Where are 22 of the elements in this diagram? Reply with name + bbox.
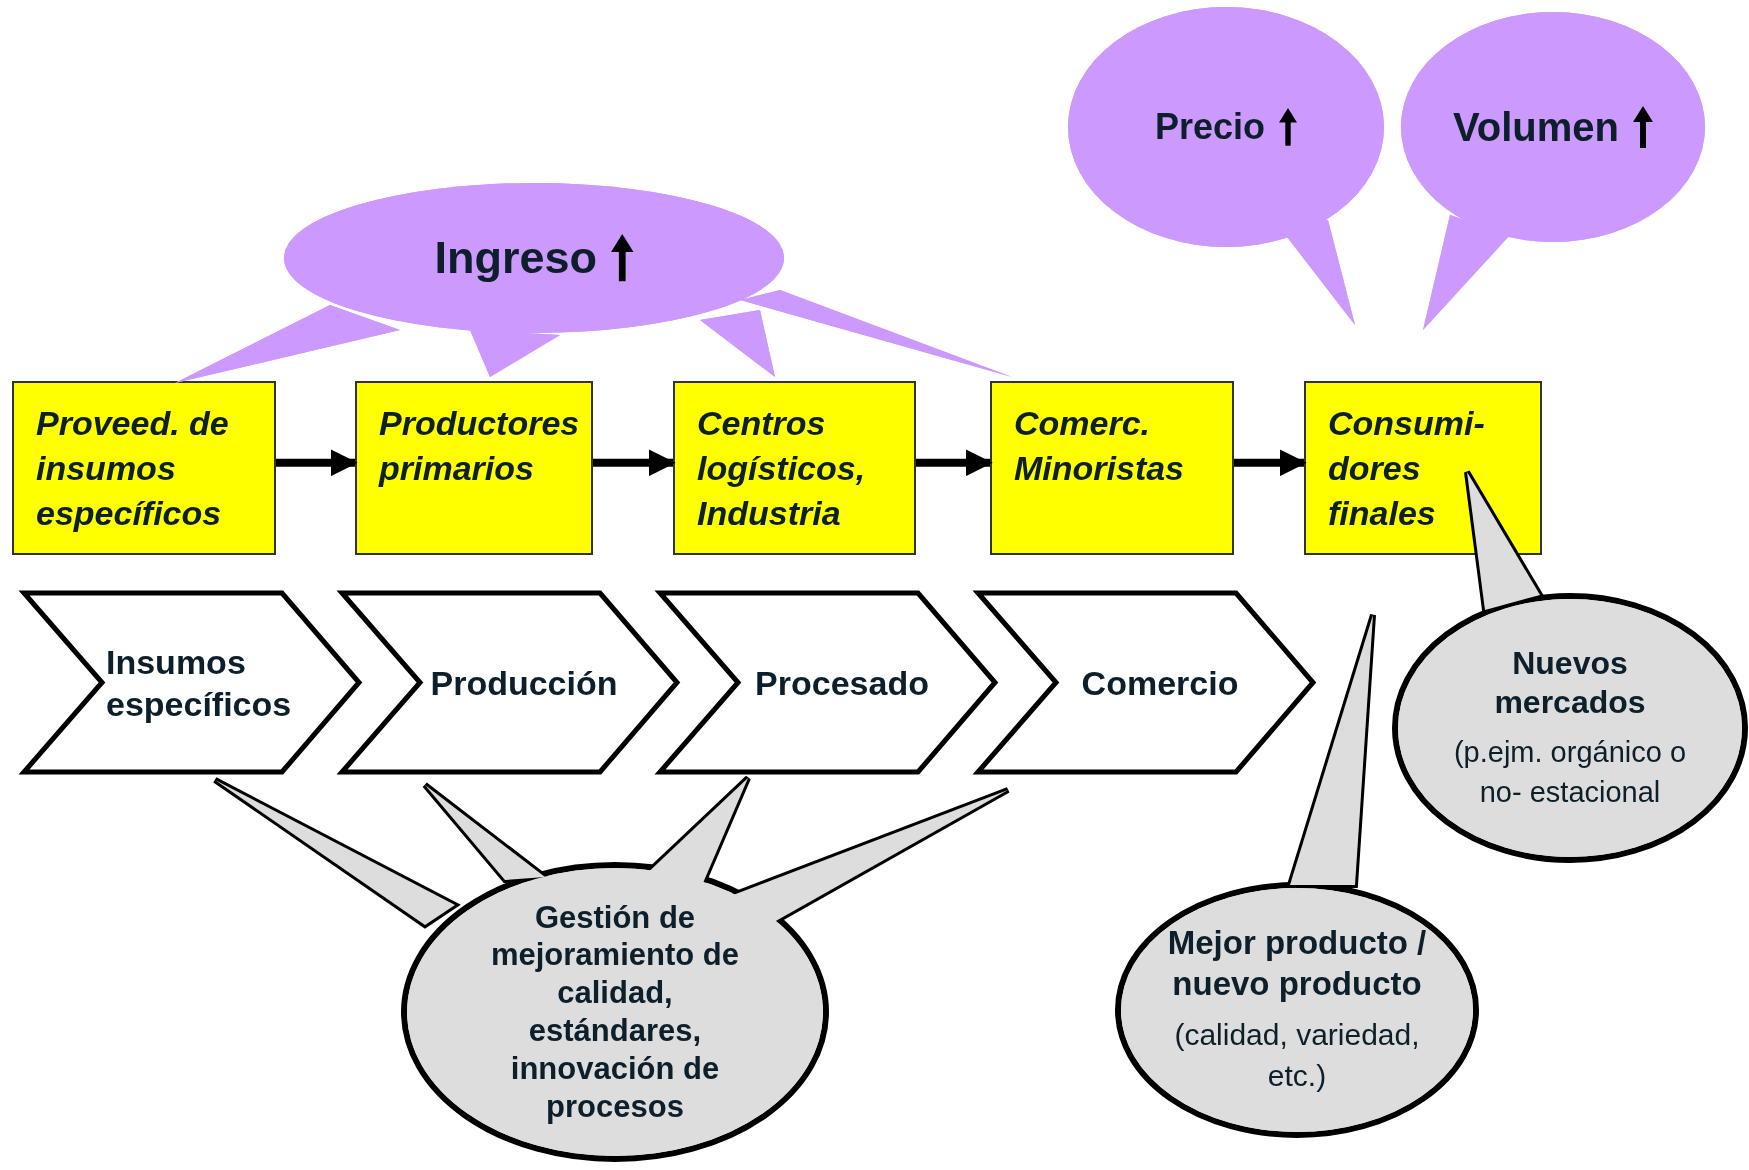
- actor-label: Centros logísticos, Industria: [697, 403, 867, 534]
- actor-label: Consumi- dores finales: [1328, 403, 1486, 534]
- bubble-heading: Gestión de mejoramiento de calidad, estándares, innovación de procesos: [489, 898, 740, 1126]
- arrow: [593, 449, 676, 477]
- bubble-note: (calidad, variedad, etc.): [1173, 1017, 1421, 1095]
- bubble-heading: Nuevos mercados: [1493, 643, 1647, 722]
- bubble-heading: Mejor producto / nuevo producto: [1166, 923, 1428, 1004]
- actor-box: [1304, 381, 1542, 555]
- arrow: [1234, 449, 1307, 477]
- actor-box: [12, 381, 276, 555]
- actor-label: Proveed. de insumos específicos: [36, 403, 230, 534]
- actor-box: [990, 381, 1234, 555]
- bubble-note: (p.ejm. orgánico o no- estacional: [1452, 735, 1688, 811]
- actor-label: Comerc. Minoristas: [1014, 403, 1186, 489]
- actor-label: Productores primarios: [379, 403, 581, 489]
- bubble-label: Ingreso: [434, 232, 597, 284]
- bubble-label: Precio: [1154, 106, 1266, 148]
- bubble-label: Volumen: [1453, 104, 1619, 150]
- actor-box: [673, 381, 916, 555]
- arrow: [916, 449, 993, 477]
- arrow: [276, 449, 358, 477]
- actor-box: [355, 381, 593, 555]
